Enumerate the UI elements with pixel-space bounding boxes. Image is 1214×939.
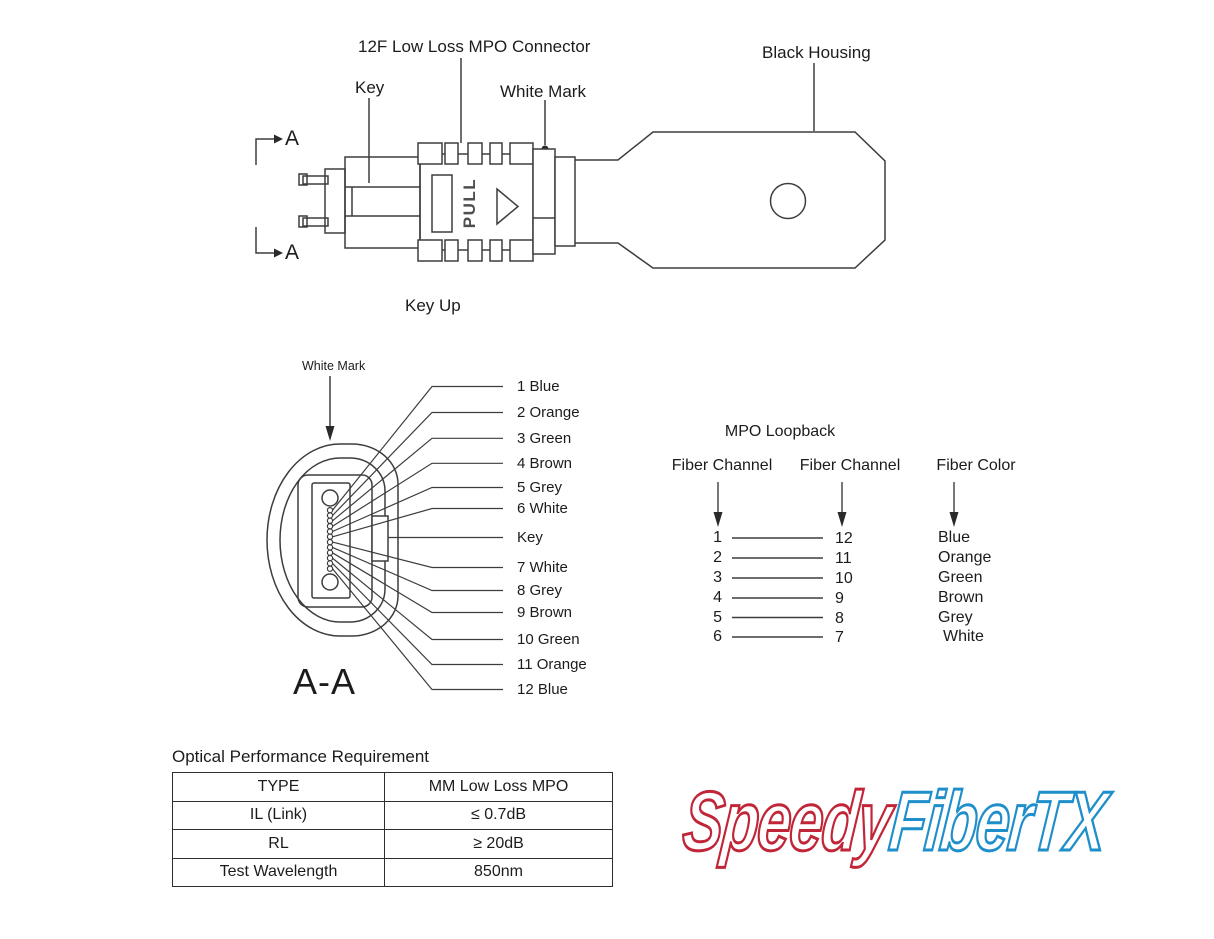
aa-outer-contour (266, 443, 399, 637)
ferrule-detail-lines (345, 186, 420, 217)
aa-white-mark-label: White Mark (302, 359, 366, 373)
loopback-channel-b: 11 (835, 550, 852, 567)
white-mark-label: White Mark (500, 82, 586, 101)
loopback-fiber-color: White (943, 628, 984, 645)
key-label: Key (355, 78, 385, 97)
perf-row-value: ≤ 0.7dB (384, 800, 613, 830)
loopback-fiber-color: Blue (938, 529, 971, 546)
perf-row-value: MM Low Loss MPO (384, 772, 613, 802)
aa-fiber-holes (326, 507, 334, 572)
fiber-label-7: 7 White (517, 559, 568, 576)
housing-hole (769, 182, 807, 220)
rear-latch (532, 148, 556, 255)
fiber-label-3: 3 Green (517, 430, 572, 447)
boot (554, 156, 576, 247)
aa-key-notch (371, 515, 389, 562)
loopback-col2-header: Fiber Channel (799, 457, 901, 474)
guide-pin-top (302, 175, 329, 185)
table-row: IL (Link) ≤ 0.7dB (172, 800, 613, 830)
grip-ridges-bottom (417, 239, 534, 262)
loopback-fiber-color: Orange (938, 549, 992, 566)
performance-table: TYPE MM Low Loss MPO IL (Link) ≤ 0.7dB R… (172, 772, 613, 887)
loopback-fiber-color: Green (938, 569, 983, 586)
connector-label: 12F Low Loss MPO Connector (358, 37, 591, 56)
fiber-label-4: 4 Brown (517, 455, 573, 472)
grip-ridges-top (417, 142, 534, 165)
fiber-label-12: 12 Blue (517, 681, 568, 698)
loopback-channel-a: 2 (713, 549, 722, 566)
fiber-label-6: 6 White (517, 500, 568, 517)
performance-title: Optical Performance Requirement (172, 747, 430, 766)
loopback-fiber-color: Brown (938, 589, 984, 606)
aa-view-drawing (266, 376, 503, 691)
loopback-fiber-color: Grey (938, 609, 973, 626)
fiber-label-1: 1 Blue (517, 378, 560, 395)
fiber-label-5: 5 Grey (517, 479, 563, 496)
loopback-pair-lines (732, 537, 823, 638)
loopback-channel-b: 7 (835, 629, 844, 646)
section-marker-a-bottom: A (285, 241, 300, 264)
aa-ferrule-inset (311, 482, 351, 599)
fiber-label-9: 9 Brown (517, 604, 573, 621)
loopback-title: MPO Loopback (724, 423, 836, 440)
table-row: TYPE MM Low Loss MPO (172, 772, 613, 802)
black-housing-outline (575, 131, 886, 269)
loopback-channel-a: 5 (713, 609, 722, 626)
perf-row-label: Test Wavelength (172, 857, 385, 887)
loopback-col1-header: Fiber Channel (671, 457, 773, 474)
aa-guide-hole-top (321, 489, 339, 507)
pull-direction-triangle (496, 187, 520, 226)
fiber-label-10: 10 Green (517, 631, 580, 648)
loopback-channel-b: 8 (835, 610, 844, 627)
ferrule-body (344, 156, 421, 249)
loopback-channel-a: 4 (713, 589, 722, 606)
table-row: Test Wavelength 850nm (172, 857, 613, 887)
pull-tab-window (431, 174, 453, 233)
section-bracket-top (255, 138, 274, 165)
pull-text: PULL (460, 177, 479, 229)
loopback-channel-b: 10 (835, 570, 853, 587)
black-housing-label: Black Housing (762, 43, 871, 62)
aa-white-mark-arrowhead (325, 426, 335, 441)
perf-row-label: TYPE (172, 772, 385, 802)
brand-logo: SpeedyFiberTX (678, 773, 1112, 870)
section-bracket-bottom (255, 227, 274, 254)
fiber-label-11: 11 Orange (517, 656, 587, 673)
loopback-channel-b: 12 (835, 530, 853, 547)
loopback-channel-b: 9 (835, 590, 844, 607)
aa-ferrule-face (297, 474, 373, 608)
section-arrow-bottom (274, 248, 283, 258)
pin-cap-top (298, 173, 308, 186)
key-up-caption: Key Up (405, 296, 461, 315)
fiber-label-key: Key (517, 529, 543, 546)
loopback-channel-a: 3 (713, 569, 722, 586)
pin-cap-bottom (298, 215, 308, 228)
perf-row-label: IL (Link) (172, 800, 385, 830)
perf-row-label: RL (172, 829, 385, 859)
logo-speedy: Speedy (678, 773, 897, 870)
guide-pin-bottom (302, 217, 329, 227)
fiber-label-2: 2 Orange (517, 404, 580, 421)
loopback-connections (713, 482, 959, 638)
section-arrow-top (274, 134, 283, 144)
aa-fiber-leaders (332, 385, 503, 691)
perf-row-value: ≥ 20dB (384, 829, 613, 859)
section-marker-a-top: A (285, 127, 300, 150)
loopback-col3-header: Fiber Color (936, 457, 1016, 474)
loopback-channel-a: 1 (713, 529, 722, 546)
logo-fibertx: FiberTX (884, 773, 1111, 870)
aa-mid-contour (279, 457, 386, 623)
aa-section-title: A-A (293, 661, 357, 702)
top-view-drawing (255, 58, 886, 269)
loopback-channel-a: 6 (713, 628, 722, 645)
fiber-label-8: 8 Grey (517, 582, 563, 599)
table-row: RL ≥ 20dB (172, 829, 613, 859)
perf-row-value: 850nm (384, 857, 613, 887)
aa-guide-hole-bottom (321, 573, 339, 591)
